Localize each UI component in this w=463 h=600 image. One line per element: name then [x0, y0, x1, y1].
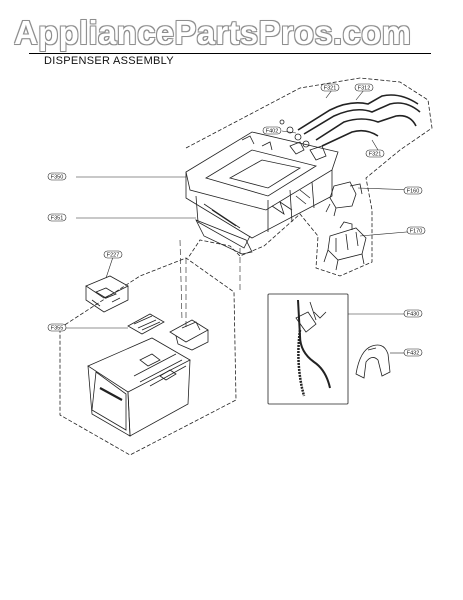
svg-text:F350: F350 [51, 175, 64, 181]
diagram-title: DISPENSER ASSEMBLY [44, 55, 174, 67]
drain-hose [295, 299, 331, 397]
upper-group-outline [185, 77, 433, 277]
inlet-valve-single [325, 181, 363, 217]
drain-assembly-box [267, 293, 349, 405]
watermark-logo: AppliancePartsPros.com [14, 14, 412, 51]
callout-f430: F430 [403, 309, 423, 318]
svg-text:F227: F227 [107, 253, 120, 259]
callout-f321-bottom: F321 [365, 149, 385, 158]
siphon-cap [85, 275, 129, 313]
svg-text:F160: F160 [407, 189, 420, 195]
callout-group: F321 F312 F402 F321 F350 F160 F351 F170 [47, 83, 426, 357]
svg-text:F312: F312 [358, 86, 371, 92]
svg-text:F321: F321 [324, 86, 337, 92]
callout-f160: F160 [403, 186, 423, 195]
svg-text:F355: F355 [51, 326, 64, 332]
connector-lines [179, 239, 241, 330]
dispenser-housing [185, 131, 339, 249]
callout-f227: F227 [103, 250, 123, 259]
callout-f402: F402 [262, 126, 282, 135]
svg-text:F321: F321 [369, 152, 382, 158]
svg-text:F402: F402 [266, 129, 279, 135]
svg-text:F430: F430 [407, 312, 420, 318]
hose-clip [355, 344, 391, 379]
callout-f351: F351 [47, 213, 67, 222]
hoses [297, 94, 421, 147]
inlet-valve-double [323, 221, 367, 271]
callout-f432: F432 [403, 348, 423, 357]
callout-f170: F170 [406, 226, 426, 235]
lower-group-outline [59, 257, 237, 456]
title-rule [29, 53, 431, 54]
leader-lines [66, 89, 419, 354]
callout-f350: F350 [47, 172, 67, 181]
svg-text:F432: F432 [407, 351, 420, 357]
svg-text:F170: F170 [410, 229, 423, 235]
callout-f355: F355 [47, 323, 67, 332]
drawer-inserts [127, 313, 209, 351]
callout-f321-top: F321 [320, 83, 340, 92]
dispenser-front-panel [195, 219, 253, 255]
callout-f312: F312 [354, 83, 374, 92]
dispenser-drawer [87, 337, 191, 437]
hose-clamps [279, 119, 310, 148]
svg-text:F351: F351 [51, 216, 64, 222]
